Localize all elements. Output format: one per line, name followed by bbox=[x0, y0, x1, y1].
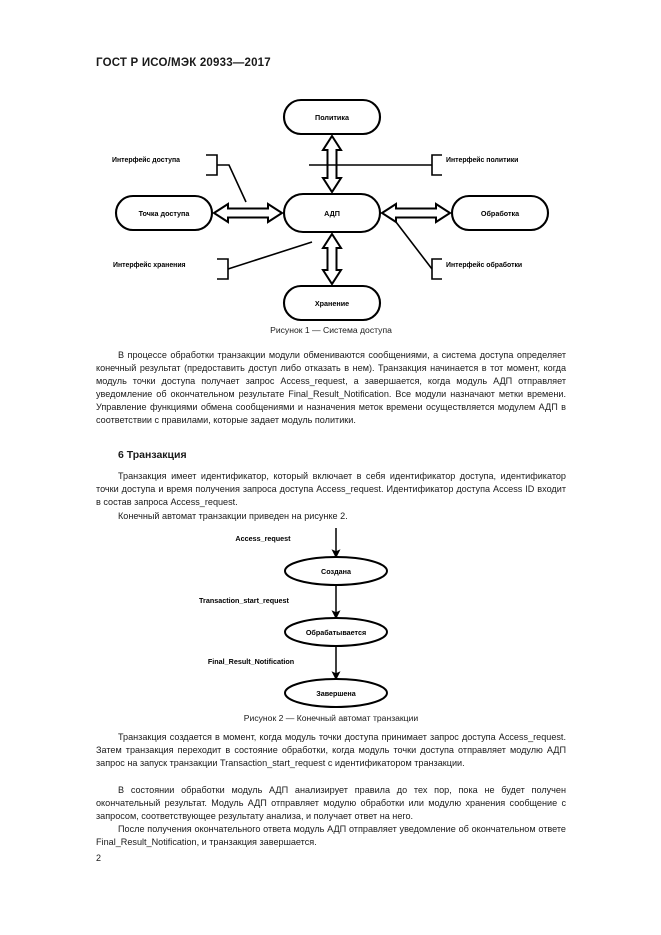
paragraph-transaction-identifier: Транзакция имеет идентификатор, который … bbox=[96, 471, 566, 508]
section-heading-6-transaction: 6 Транзакция bbox=[118, 449, 187, 461]
leader-access-interface bbox=[217, 164, 247, 203]
page-number: 2 bbox=[96, 853, 102, 863]
state-created-shape bbox=[284, 556, 388, 586]
label-storage-interface: Интерфейс хранения bbox=[113, 261, 186, 269]
arrow-adp-processing bbox=[380, 202, 452, 224]
paragraph-final-response: После получения окончательного ответа мо… bbox=[96, 824, 566, 848]
paragraph-state-machine-reference: Конечный автомат транзакции приведен на … bbox=[118, 511, 348, 521]
bracket-processing-interface bbox=[431, 258, 442, 280]
arrow-policy-adp bbox=[321, 134, 343, 194]
figure-2-transaction-state-machine: Создана Обрабатывается Завершена Access_… bbox=[96, 528, 566, 708]
figure-1-access-system-diagram: Политика Точка доступа АДП Обработка Хра… bbox=[96, 92, 566, 340]
state-processing-shape bbox=[284, 617, 388, 647]
node-policy-shape bbox=[282, 98, 382, 136]
node-adp-shape bbox=[282, 192, 382, 234]
state-label-created: Создана bbox=[321, 567, 352, 576]
label-processing-interface: Интерфейс обработки bbox=[446, 261, 522, 269]
arrow-adp-storage bbox=[321, 232, 343, 286]
node-label-storage: Хранение bbox=[315, 299, 349, 308]
leader-processing-interface bbox=[395, 221, 433, 270]
bracket-policy-interface bbox=[431, 154, 442, 176]
node-processing-shape bbox=[450, 194, 550, 232]
node-access-point-shape bbox=[114, 194, 214, 232]
arrow-accesspoint-adp bbox=[212, 202, 284, 224]
node-storage-shape bbox=[282, 284, 382, 322]
node-label-policy: Политика bbox=[315, 113, 350, 122]
figure-2-caption: Рисунок 2 — Конечный автомат транзакции bbox=[243, 713, 419, 723]
state-completed-shape bbox=[284, 678, 388, 708]
transition-label-access-request: Access_request bbox=[235, 534, 291, 543]
transition-label-final-result-notification: Final_Result_Notification bbox=[208, 657, 294, 666]
node-label-adp: АДП bbox=[324, 209, 340, 218]
page-header-title: ГОСТ Р ИСО/МЭК 20933—2017 bbox=[96, 57, 271, 69]
state-label-processing: Обрабатывается bbox=[306, 628, 366, 637]
leader-storage-interface bbox=[227, 241, 313, 270]
paragraph-processing-state: В состоянии обработки модуль АДП анализи… bbox=[96, 785, 566, 822]
paragraph-transaction-creation: Транзакция создается в момент, когда мод… bbox=[96, 732, 566, 769]
paragraph-processing-overview: В процессе обработки транзакции модули о… bbox=[96, 350, 566, 426]
label-policy-interface: Интерфейс политики bbox=[446, 156, 518, 164]
state-label-completed: Завершена bbox=[316, 689, 357, 698]
bracket-storage-interface bbox=[217, 258, 229, 280]
transition-label-transaction-start-request: Transaction_start_request bbox=[199, 596, 289, 605]
node-label-processing: Обработка bbox=[481, 209, 520, 218]
bracket-access-interface bbox=[206, 154, 218, 176]
label-access-interface: Интерфейс доступа bbox=[112, 156, 180, 164]
node-label-access-point: Точка доступа bbox=[139, 209, 191, 218]
figure-1-caption: Рисунок 1 — Система доступа bbox=[270, 325, 392, 335]
